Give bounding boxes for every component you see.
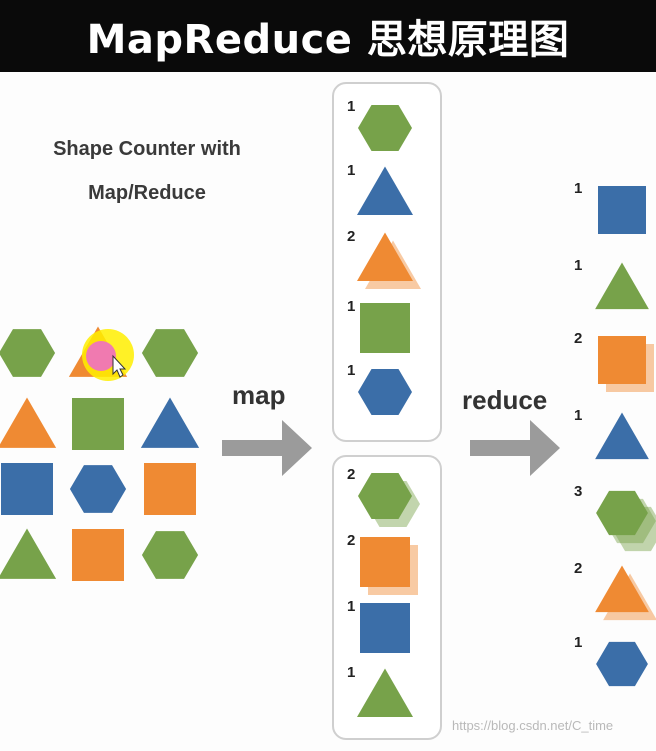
- reduce-arrow: [470, 420, 560, 476]
- map-group-2-count-3: 1: [347, 664, 356, 681]
- diagram-title: MapReduce 思想原理图: [86, 17, 570, 63]
- map-arrow: [222, 420, 312, 476]
- reduce-output-3-blue-triangle: [595, 412, 649, 460]
- mouse-cursor-icon: [112, 354, 127, 378]
- map-group-2-2-blue-square: [360, 603, 410, 653]
- input-2-0-blue-square: [1, 463, 53, 515]
- reduce-label: reduce: [462, 385, 548, 415]
- reduce-output-count-6: 1: [574, 634, 583, 651]
- reduce-output-count-5: 2: [574, 560, 583, 577]
- input-1-1-green-square: [72, 398, 124, 450]
- map-group-1-1-blue-triangle: [357, 166, 413, 215]
- map-group-1-3-green-square: [360, 303, 410, 353]
- input-2-1-blue-hexagon: [69, 465, 127, 513]
- reduce-output-count-0: 1: [574, 180, 583, 197]
- input-0-0-green-hexagon: [0, 329, 56, 377]
- reduce-output-1-green-triangle: [595, 262, 649, 310]
- map-label: map: [232, 380, 286, 410]
- reduce-output-count-1: 1: [574, 257, 583, 274]
- map-group-1-0-green-hexagon: [358, 105, 412, 151]
- map-group-2-count-2: 1: [347, 598, 356, 615]
- title-bar: MapReduce 思想原理图: [0, 0, 656, 72]
- map-group-1-4-blue-hexagon: [358, 369, 412, 415]
- map-group-2-1-orange-square: [360, 537, 410, 587]
- input-3-0-green-triangle: [0, 528, 57, 579]
- map-group-2-count-0: 2: [347, 466, 356, 483]
- reduce-output-count-2: 2: [574, 330, 583, 347]
- input-0-2-green-hexagon: [141, 329, 199, 377]
- watermark: https://blog.csdn.net/C_time: [452, 718, 614, 733]
- map-group-1-count-2: 2: [347, 228, 356, 245]
- reduce-output-4-green-hexagon: [596, 490, 648, 536]
- reduce-output-2-orange-square: [598, 336, 646, 384]
- map-group-1-2-orange-triangle: [357, 232, 413, 281]
- reduce-output-5-orange-triangle: [595, 565, 649, 613]
- input-3-2-green-hexagon: [141, 531, 199, 579]
- reduce-output-count-4: 3: [574, 483, 583, 500]
- cursor-click-ring: [86, 341, 116, 371]
- reduce-output-0-blue-square: [598, 186, 646, 234]
- map-group-1-count-4: 1: [347, 362, 356, 379]
- map-group-2-0-green-hexagon: [358, 473, 412, 519]
- reduce-output-count-3: 1: [574, 407, 583, 424]
- shape-group: [0, 105, 656, 717]
- subtitle-line-2: Map/Reduce: [88, 182, 206, 204]
- map-group-2-3-green-triangle: [357, 668, 413, 717]
- input-3-1-orange-square: [72, 529, 124, 581]
- input-1-2-blue-triangle: [140, 397, 200, 448]
- map-group-2-count-1: 2: [347, 532, 356, 549]
- subtitle-line-1: Shape Counter with: [53, 138, 241, 160]
- reduce-output-6-blue-hexagon: [596, 641, 648, 687]
- input-1-0-orange-triangle: [0, 397, 57, 448]
- map-group-1-count-3: 1: [347, 298, 356, 315]
- input-2-2-orange-square: [144, 463, 196, 515]
- map-group-1-count-1: 1: [347, 162, 356, 179]
- map-group-1-count-0: 1: [347, 98, 356, 115]
